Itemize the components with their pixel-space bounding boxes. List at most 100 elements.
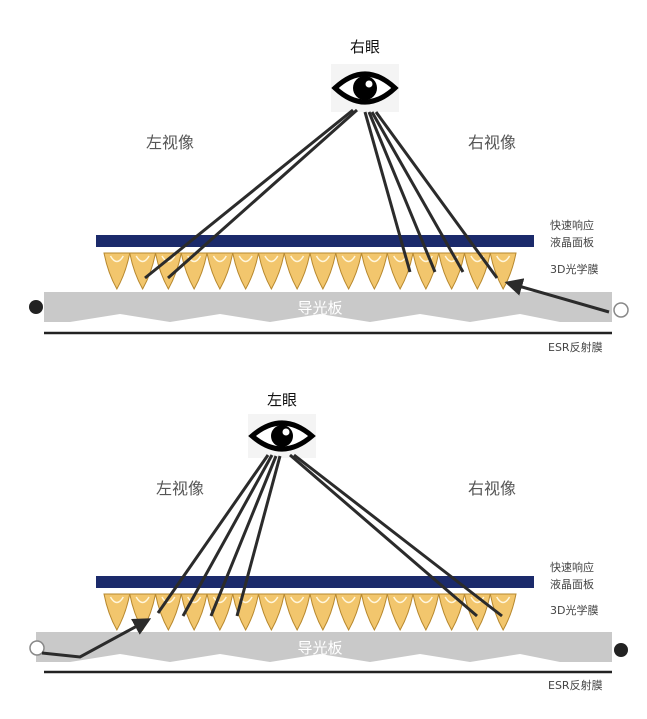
prism-highlight bbox=[212, 596, 227, 604]
prism-highlight bbox=[418, 255, 433, 263]
ray bbox=[374, 111, 499, 279]
right-light-source-off bbox=[613, 302, 629, 318]
lcd-label-line1: 快速响应 bbox=[550, 560, 594, 574]
prism-highlight bbox=[470, 596, 485, 604]
prism-highlight bbox=[135, 596, 150, 604]
ray bbox=[156, 454, 270, 614]
prism-tooth bbox=[103, 593, 131, 632]
prism-tooth bbox=[283, 252, 311, 291]
ray bbox=[363, 111, 412, 273]
prism-tooth bbox=[232, 252, 260, 291]
ray-arrow bbox=[504, 278, 610, 314]
right-view-label: 右视像 bbox=[468, 479, 516, 498]
ray bbox=[370, 111, 465, 273]
prism-tooth bbox=[257, 252, 285, 291]
prism-highlight bbox=[444, 255, 459, 263]
light-guide-plate bbox=[44, 292, 612, 322]
light-rays bbox=[144, 108, 610, 314]
prism-tooth bbox=[309, 252, 337, 291]
left-view-label: 左视像 bbox=[156, 479, 204, 498]
light-guide-plate bbox=[36, 632, 612, 662]
prism-tooth bbox=[489, 252, 517, 291]
prism-highlight bbox=[393, 596, 408, 604]
prism-highlight bbox=[212, 255, 227, 263]
light-rays bbox=[41, 453, 503, 659]
prism-highlight bbox=[290, 596, 305, 604]
ray-arrow bbox=[41, 618, 152, 659]
prism-tooth bbox=[309, 593, 337, 632]
ray bbox=[167, 108, 358, 280]
prism-tooth bbox=[180, 252, 208, 291]
lcd-label-line2: 液晶面板 bbox=[550, 577, 594, 591]
prism-highlight bbox=[418, 596, 433, 604]
prism-tooth bbox=[438, 593, 466, 632]
prism-highlight bbox=[315, 596, 330, 604]
eye-label: 右眼 bbox=[350, 38, 380, 56]
light-guide-label: 导光板 bbox=[297, 299, 342, 317]
prism-tooth bbox=[438, 252, 466, 291]
prism-highlight bbox=[109, 596, 124, 604]
eye-icon bbox=[248, 414, 316, 458]
ray bbox=[367, 111, 437, 273]
ray bbox=[144, 108, 354, 280]
ray bbox=[235, 455, 282, 617]
prism-highlight bbox=[264, 596, 279, 604]
lcd-panel bbox=[96, 576, 534, 588]
prism-tooth bbox=[386, 593, 414, 632]
prism-highlight bbox=[264, 255, 279, 263]
prism-tooth bbox=[335, 252, 363, 291]
light-guide-label: 导光板 bbox=[297, 639, 342, 657]
prism-tooth bbox=[335, 593, 363, 632]
prism-highlight bbox=[109, 255, 124, 263]
lcd-label-line1: 快速响应 bbox=[550, 218, 594, 232]
lcd-label-line2: 液晶面板 bbox=[550, 235, 594, 249]
film-label: 3D光学膜 bbox=[550, 262, 598, 276]
prism-highlight bbox=[161, 255, 176, 263]
prism-highlight bbox=[238, 255, 253, 263]
panel-right-eye: 右眼 左视像 右视像 快速响应 液晶面板 3D光学膜 导光板 ESR反射膜 bbox=[29, 38, 629, 354]
prism-highlight bbox=[290, 255, 305, 263]
prism-highlight bbox=[496, 255, 511, 263]
prism-tooth bbox=[412, 593, 440, 632]
prism-highlight bbox=[161, 596, 176, 604]
prism-tooth bbox=[360, 252, 388, 291]
prism-tooth bbox=[463, 252, 491, 291]
prism-tooth bbox=[206, 252, 234, 291]
esr-label: ESR反射膜 bbox=[548, 678, 603, 692]
ray bbox=[289, 453, 478, 618]
prism-highlight bbox=[315, 255, 330, 263]
eye-label: 左眼 bbox=[267, 391, 297, 409]
prism-highlight bbox=[367, 596, 382, 604]
esr-label: ESR反射膜 bbox=[548, 340, 603, 354]
prism-highlight bbox=[341, 255, 356, 263]
prism-tooth bbox=[103, 252, 131, 291]
prism-tooth bbox=[360, 593, 388, 632]
3d-optical-film bbox=[103, 252, 517, 291]
prism-highlight bbox=[341, 596, 356, 604]
panel-left-eye: 左眼 左视像 右视像 快速响应 液晶面板 3D光学膜 导光板 ESR反射膜 bbox=[29, 391, 628, 692]
prism-highlight bbox=[187, 596, 202, 604]
left-light-source-off bbox=[29, 640, 45, 656]
eye-icon bbox=[331, 64, 399, 112]
left-view-label: 左视像 bbox=[146, 133, 194, 152]
prism-tooth bbox=[463, 593, 491, 632]
prism-tooth bbox=[154, 252, 182, 291]
prism-tooth bbox=[180, 593, 208, 632]
left-light-source-on bbox=[29, 300, 43, 314]
ray bbox=[293, 453, 503, 618]
prism-highlight bbox=[496, 596, 511, 604]
prism-tooth bbox=[489, 593, 517, 632]
ray bbox=[209, 455, 278, 617]
prism-tooth bbox=[206, 593, 234, 632]
prism-tooth bbox=[129, 252, 157, 291]
prism-tooth bbox=[283, 593, 311, 632]
ray bbox=[181, 454, 274, 617]
right-light-source-on bbox=[614, 643, 628, 657]
prism-highlight bbox=[135, 255, 150, 263]
right-view-label: 右视像 bbox=[468, 133, 516, 152]
prism-tooth bbox=[154, 593, 182, 632]
prism-tooth bbox=[257, 593, 285, 632]
prism-highlight bbox=[367, 255, 382, 263]
